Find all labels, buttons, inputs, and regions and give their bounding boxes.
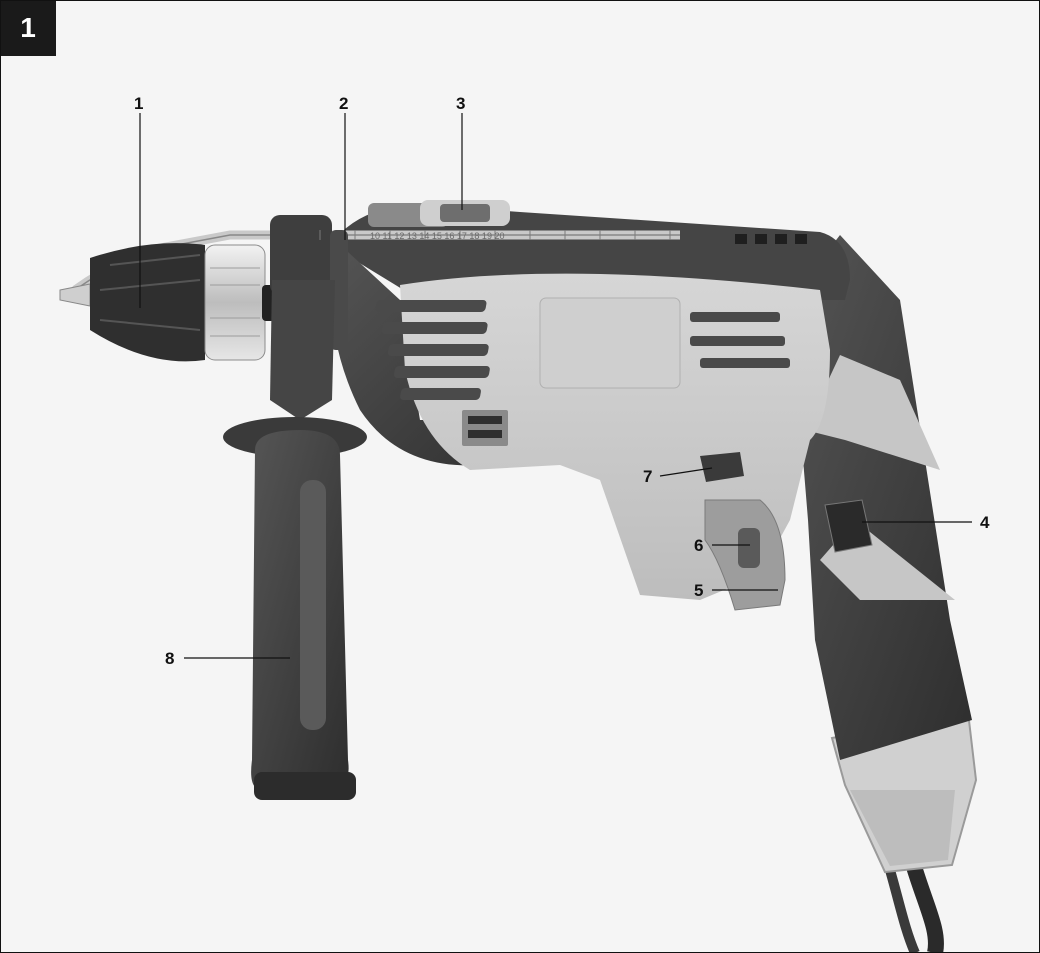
small-vent: [462, 410, 508, 446]
speed-control-wheel: [738, 528, 760, 568]
callout-5-label: 5: [694, 581, 704, 600]
callout-8-label: 8: [165, 649, 175, 668]
callout-3-label: 3: [456, 94, 466, 113]
callout-2-label: 2: [339, 94, 349, 113]
mode-selector-knob: [368, 200, 510, 227]
vent-slots-right: [690, 312, 790, 368]
keyless-chuck: [59, 243, 276, 362]
callout-1-label: 1: [134, 94, 144, 113]
direction-switch: [700, 452, 744, 482]
leader-lines: [139, 113, 972, 659]
callout-4-label: 4: [980, 513, 990, 532]
auxiliary-handle-collar: [270, 215, 348, 350]
figure-number-badge: 1: [0, 0, 56, 56]
auxiliary-handle: [223, 280, 367, 800]
lock-button: [824, 499, 873, 553]
callout-6-label: 6: [694, 536, 704, 555]
vent-slots-left: [375, 300, 490, 400]
gear-housing: [330, 240, 560, 466]
motor-housing-top: [330, 205, 850, 300]
callout-7-label: 7: [643, 467, 653, 486]
power-cord: [904, 857, 944, 953]
depth-stop-scale: 10 11 12 13 14 15 16 17 18 19 20: [370, 231, 504, 241]
